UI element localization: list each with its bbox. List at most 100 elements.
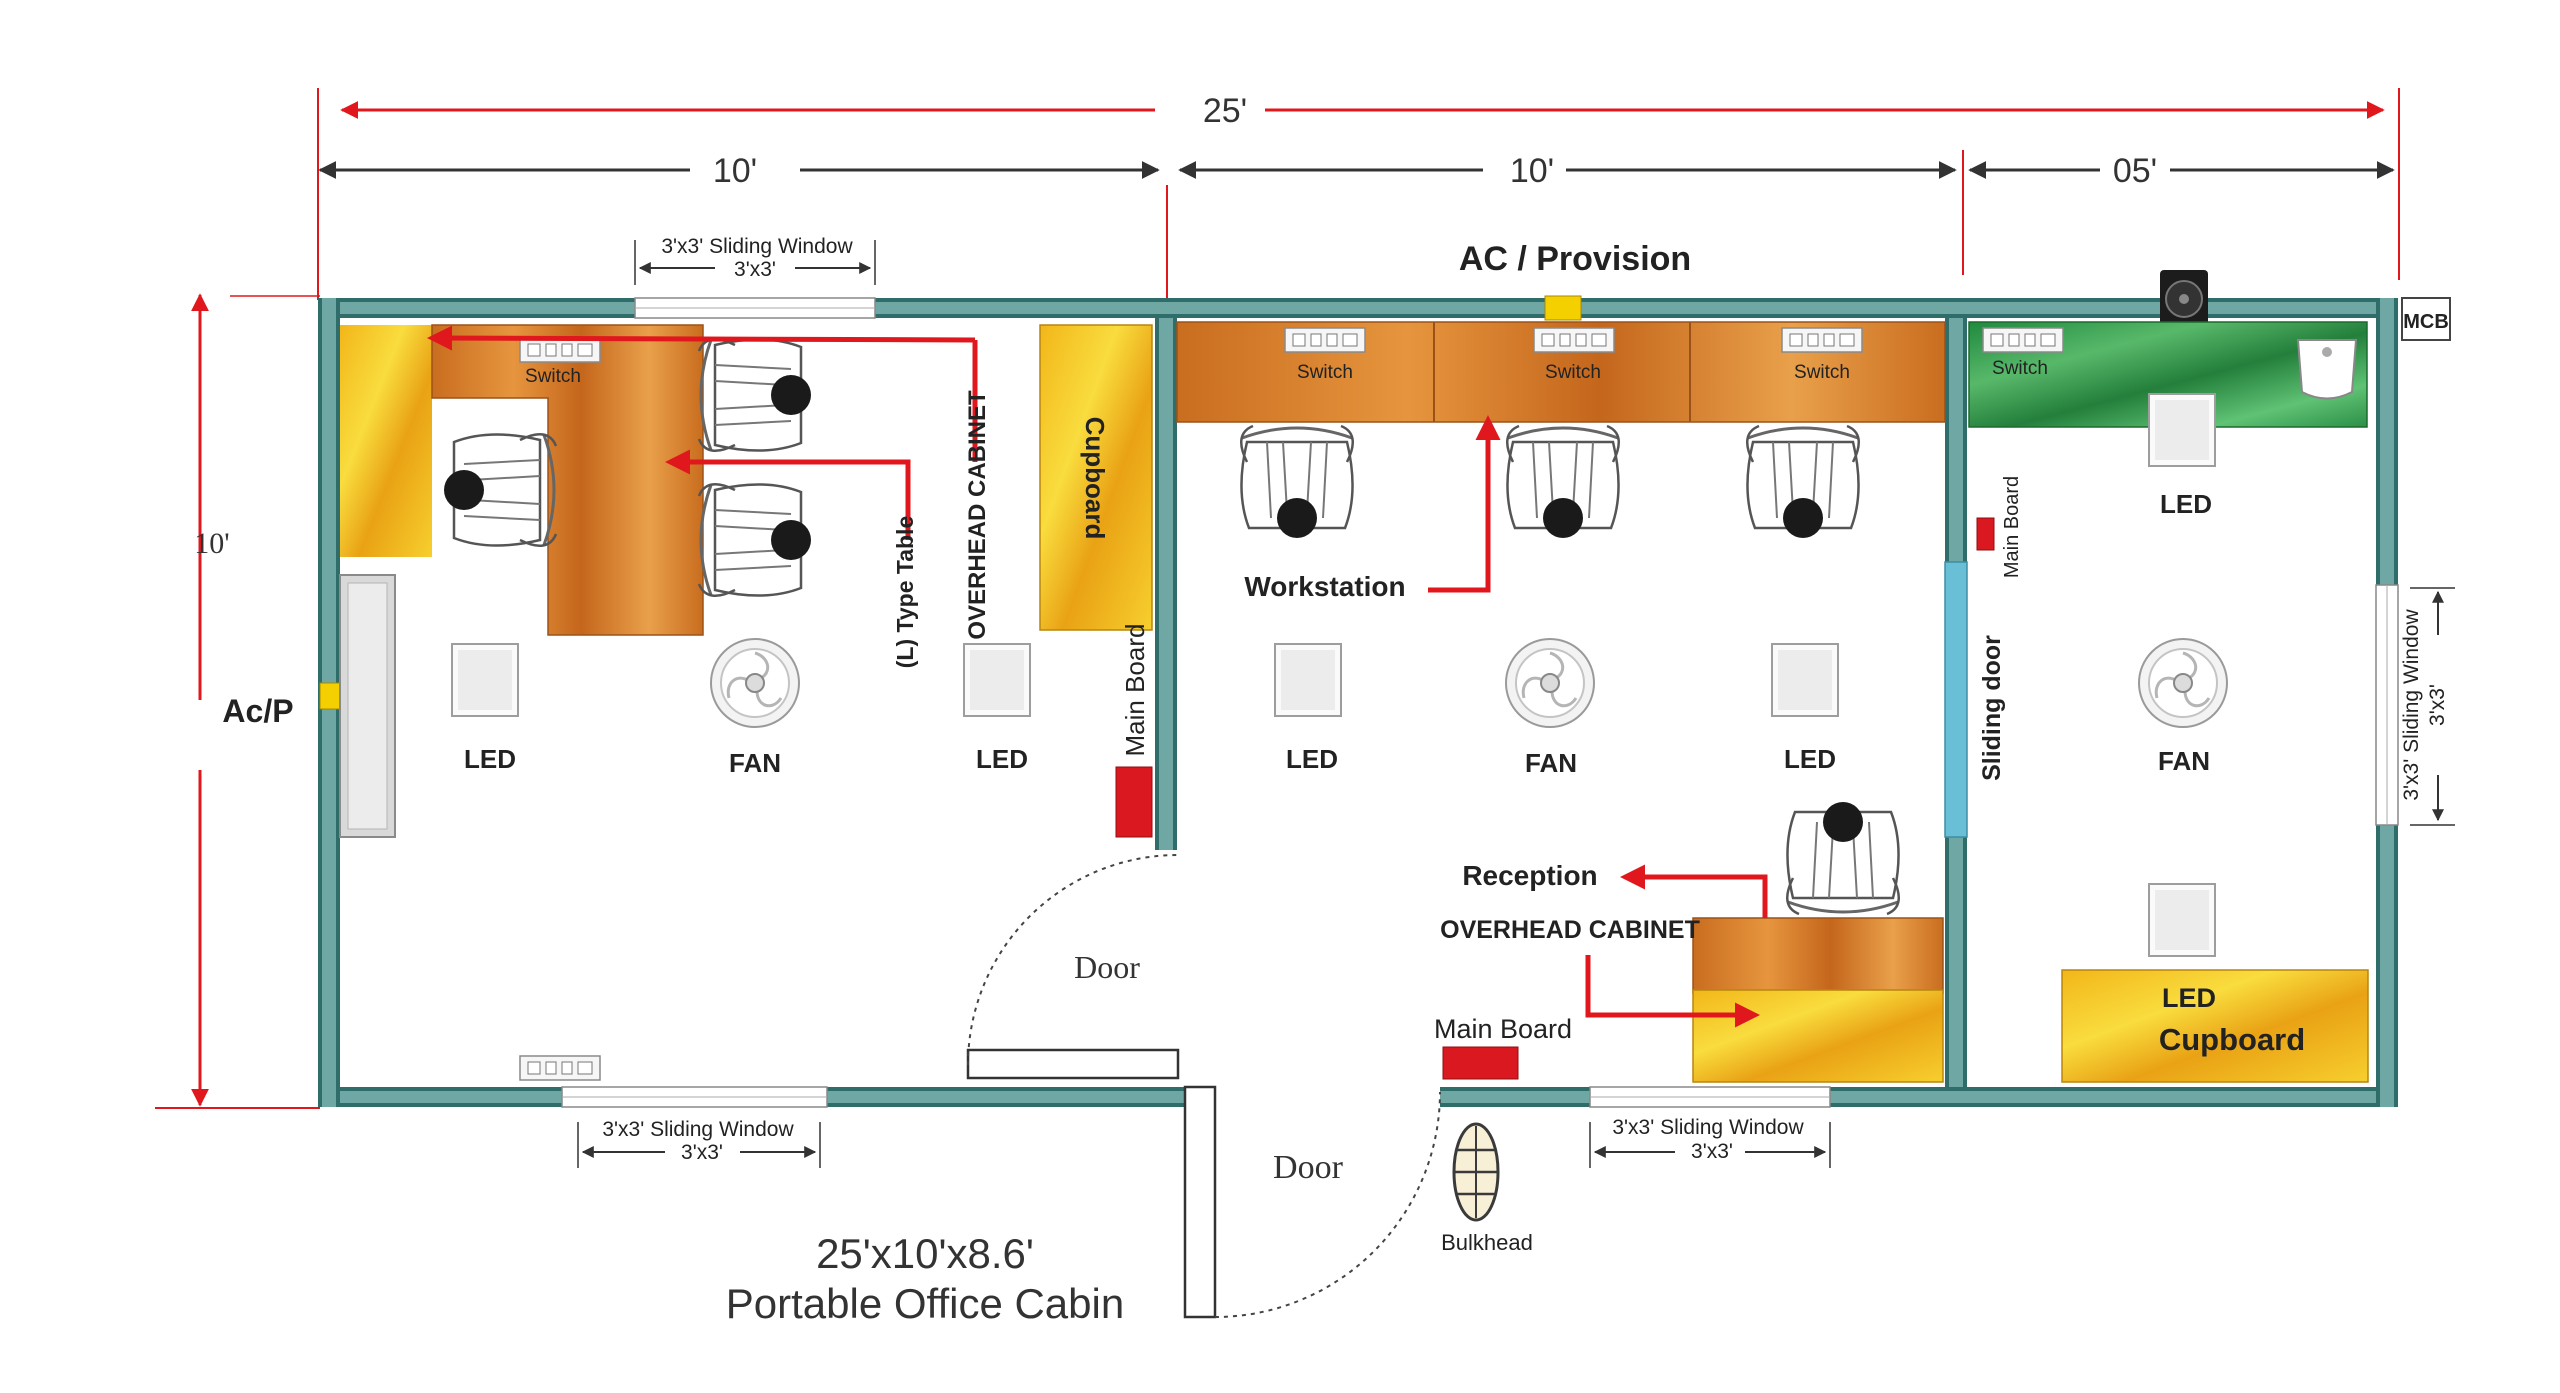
fan-label: FAN: [1525, 748, 1577, 778]
main-board-v-label: Main Board: [1120, 624, 1150, 757]
main-board-left: [1115, 766, 1153, 838]
bulkhead-label: Bulkhead: [1441, 1230, 1533, 1255]
door-label-left: Door: [1074, 949, 1140, 985]
sliding-window-bottom-right: [1589, 1086, 1831, 1108]
person-icon: [1239, 424, 1355, 540]
dimension-lines: [155, 88, 2400, 1109]
window-dim-top: [634, 240, 876, 285]
sliding-window-right-dim: 3'x3': [2426, 684, 2449, 726]
dim-middle: 10': [1510, 152, 1554, 190]
fan-icon: [709, 637, 801, 729]
person-icon: [1745, 424, 1861, 540]
fan-icon: [1504, 637, 1596, 729]
door-label-main: Door: [1273, 1149, 1344, 1186]
mcb-label: MCB: [2403, 311, 2449, 333]
fan-icon: [2137, 637, 2229, 729]
door-left[interactable]: [966, 854, 1180, 1080]
cupboard-right: [2061, 969, 2369, 1083]
sliding-window-bl-label: 3'x3' Sliding Window: [602, 1118, 794, 1141]
dim-right: 05': [2113, 152, 2157, 190]
cupboard-left: [1039, 324, 1153, 631]
overhead-cabinet-h-label: OVERHEAD CABINET: [1440, 916, 1700, 944]
led-label: LED: [1286, 744, 1338, 774]
person-icon: [1785, 800, 1901, 916]
switch-icon[interactable]: [519, 1055, 601, 1081]
sliding-door-label: Sliding door: [1978, 635, 2006, 781]
dim-total: 25': [1203, 92, 1247, 130]
fan-label: FAN: [729, 748, 781, 778]
led-cupboard-label-2: Cupboard: [2159, 1022, 2305, 1057]
switch-icon[interactable]: [1533, 327, 1615, 353]
switch-label-ws1: Switch: [1297, 362, 1353, 383]
window-dim-bottom-right: [1589, 1122, 1831, 1168]
title-name: Portable Office Cabin: [726, 1280, 1124, 1327]
led-label: LED: [976, 744, 1028, 774]
window-dim-bottom-left: [577, 1122, 821, 1168]
sliding-window-br-dim: 3'x3': [1691, 1140, 1733, 1163]
l-type-table: [431, 324, 704, 636]
switch-icon[interactable]: [1781, 327, 1863, 353]
led-icon: [1771, 643, 1839, 717]
sliding-window-top-dim: 3'x3': [734, 258, 776, 281]
reception-label: Reception: [1462, 860, 1597, 891]
sliding-window-bottom-left: [561, 1086, 828, 1108]
arrow-overhead-reception: [1585, 955, 1760, 1028]
switch-icon[interactable]: [519, 337, 601, 363]
person-icon: [442, 432, 558, 548]
switch-label-ws2: Switch: [1545, 362, 1601, 383]
led-label: LED: [464, 744, 516, 774]
fan-label: FAN: [2158, 746, 2210, 776]
acp-marker: [319, 682, 341, 710]
bulkhead-icon: [1452, 1122, 1500, 1222]
acp-label: Ac/P: [222, 693, 293, 729]
arrow-reception: [1620, 864, 1768, 918]
ac-provision-label: AC / Provision: [1459, 240, 1691, 278]
arrow-ltable: [665, 449, 911, 475]
sliding-window-br-label: 3'x3' Sliding Window: [1612, 1116, 1804, 1139]
person-icon: [697, 482, 813, 598]
ac-unit-left-panel: [347, 582, 388, 830]
sink-icon: [2296, 339, 2358, 400]
person-icon: [697, 337, 813, 453]
dim-left: 10': [713, 152, 757, 190]
reception-desk: [1692, 917, 1944, 994]
workstation-label: Workstation: [1244, 571, 1405, 602]
switch-label-left: Switch: [525, 366, 581, 387]
mcb-box: [2401, 297, 2451, 341]
arrow-overhead-2: [427, 325, 976, 351]
led-cupboard-label-1: LED: [2162, 983, 2216, 1013]
door-main[interactable]: [1183, 1085, 1441, 1319]
overhead-cabinet-v-label: OVERHEAD CABINET: [964, 390, 991, 640]
overhead-cabinet-reception: [1692, 989, 1944, 1083]
sliding-window-right-label: 3'x3' Sliding Window: [2400, 609, 2423, 801]
person-icon: [1505, 424, 1621, 540]
main-board-small-label: Main Board: [2001, 476, 2023, 578]
overhead-cabinet-left: [340, 325, 432, 557]
led-icon: [1274, 643, 1342, 717]
led-label: LED: [1784, 744, 1836, 774]
sliding-door[interactable]: [1944, 561, 1968, 838]
switch-icon[interactable]: [1982, 327, 2064, 353]
arrow-workstation: [1428, 415, 1501, 593]
sliding-window-top-label: 3'x3' Sliding Window: [661, 235, 853, 258]
window-dim-right: [2410, 587, 2455, 826]
switch-label-ws3: Switch: [1794, 362, 1850, 383]
sliding-window-bl-dim: 3'x3': [681, 1141, 723, 1164]
main-board-right: [1976, 517, 1995, 551]
ac-provision-marker: [1544, 295, 1582, 321]
exhaust-fan-icon: [2160, 270, 2208, 328]
led-icon: [963, 643, 1031, 717]
dim-height: 10': [194, 527, 229, 560]
led-icon: [451, 643, 519, 717]
main-board-h-label: Main Board: [1434, 1014, 1572, 1044]
sliding-window-right: [2375, 584, 2399, 826]
led-icon: [2148, 883, 2216, 957]
led-icon: [2148, 393, 2216, 467]
switch-label-right: Switch: [1992, 358, 2048, 379]
main-board-middle: [1442, 1046, 1519, 1080]
l-type-table-label: (L) Type Table: [892, 516, 918, 669]
led-label: LED: [2160, 489, 2212, 519]
switch-icon[interactable]: [1284, 327, 1366, 353]
cupboard-label: Cupboard: [1080, 417, 1110, 540]
